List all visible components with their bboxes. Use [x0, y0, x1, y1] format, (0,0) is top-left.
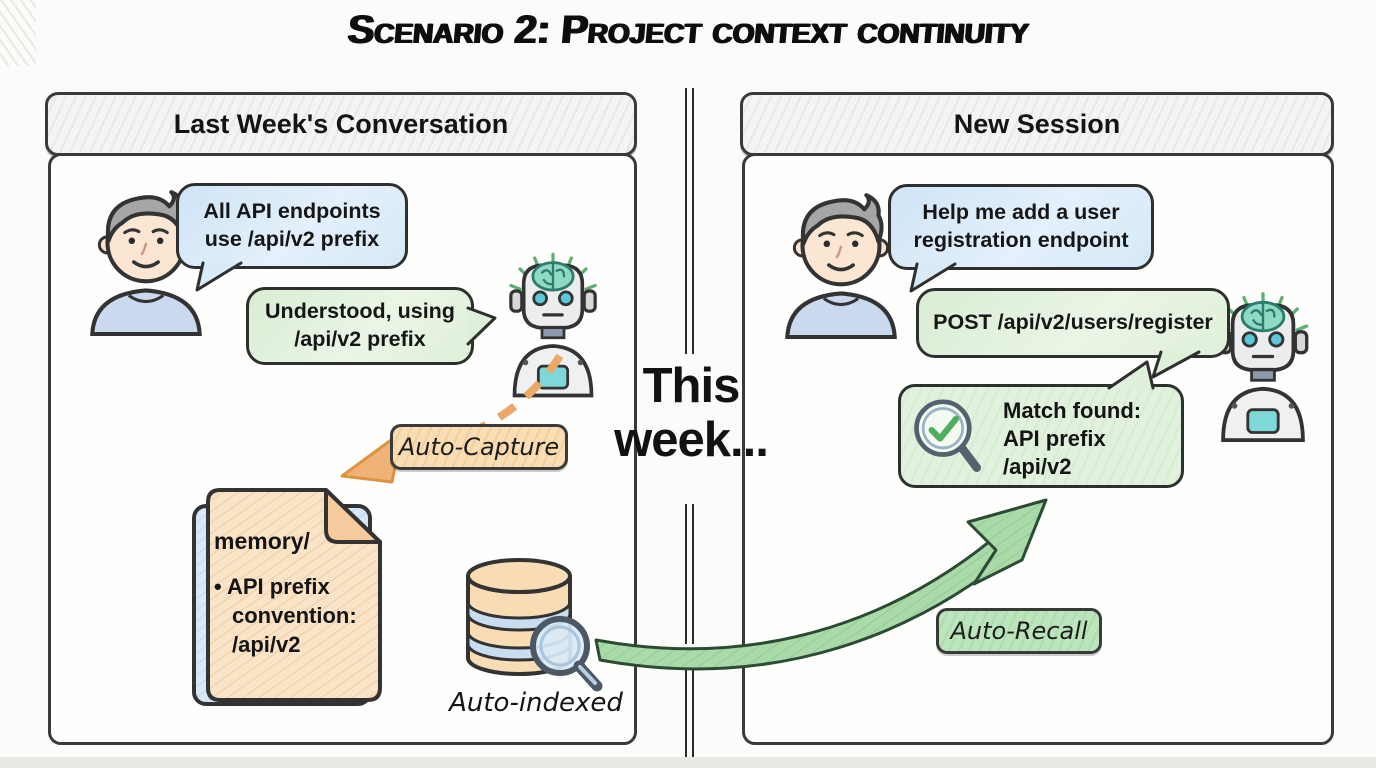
- panel-divider-segment: [685, 504, 694, 644]
- left-panel-header-label: Last Week's Conversation: [173, 108, 509, 139]
- corner-sketch-decoration: [0, 0, 36, 66]
- database-icon: [466, 558, 603, 692]
- match-found-line2: API prefix: [1003, 426, 1106, 451]
- green-curved-arrow: [594, 498, 1048, 671]
- auto-capture-label: Auto-Capture: [390, 424, 568, 470]
- this-week-line2: week...: [614, 412, 769, 467]
- user-speech-line1: All API endpoints: [203, 199, 381, 224]
- memory-note-line1: • API prefix: [214, 574, 330, 599]
- memory-file-notes: • API prefix convention: /api/v2: [214, 572, 374, 659]
- robot-avatar: [509, 252, 597, 398]
- speech-tail: [1107, 360, 1155, 390]
- assistant-speech-line2: /api/v2 prefix: [294, 327, 426, 351]
- panel-divider-segment: [685, 665, 694, 765]
- user-speech-line2: use /api/v2 prefix: [204, 227, 380, 251]
- user-speech-line1: Help me add a user: [922, 200, 1120, 225]
- user-speech-line2: registration endpoint: [913, 228, 1129, 252]
- memory-note-line3: /api/v2: [232, 632, 301, 657]
- assistant-speech-line1: Understood, using: [265, 299, 455, 324]
- magnifier-icon: [530, 616, 603, 692]
- speech-tail: [466, 306, 497, 346]
- this-week-text: This week...: [596, 359, 786, 468]
- assistant-speech-bubble: POST /api/v2/users/register: [916, 288, 1230, 379]
- assistant-speech-line1: POST /api/v2/users/register: [933, 310, 1213, 335]
- this-week-line1: This: [642, 359, 741, 413]
- speech-tail: [909, 262, 957, 293]
- panel-divider-segment: [685, 88, 694, 354]
- person-avatar: [785, 193, 897, 340]
- auto-recall-text: Auto-Recall: [950, 617, 1088, 645]
- person-avatar: [90, 190, 202, 337]
- user-speech-bubble: All API endpoints use /api/v2 prefix: [176, 183, 408, 292]
- match-found-text: Match found: API prefix /api/v2: [1003, 397, 1141, 481]
- right-panel-header-label: New Session: [953, 108, 1121, 139]
- auto-recall-label: Auto-Recall: [936, 608, 1102, 654]
- left-panel-header: Last Week's Conversation: [45, 92, 637, 156]
- user-speech-bubble: Help me add a user registration endpoint: [888, 184, 1154, 293]
- page-title: Scenario 2: Project context continuity: [345, 8, 1031, 52]
- match-found-line3: /api/v2: [1003, 454, 1072, 479]
- auto-capture-text: Auto-Capture: [398, 433, 560, 461]
- magnifier-check-icon: [914, 399, 981, 472]
- memory-file-title: memory/: [214, 528, 310, 554]
- bottom-edge-shadow: [0, 757, 1376, 768]
- match-found-line1: Match found:: [1003, 398, 1142, 423]
- assistant-speech-bubble: Understood, using /api/v2 prefix: [246, 287, 497, 365]
- right-panel-header: New Session: [740, 92, 1334, 156]
- memory-note-line2: convention:: [232, 603, 357, 628]
- auto-indexed-label: Auto-indexed: [449, 688, 623, 718]
- document-folded-corner-icon: [192, 488, 382, 706]
- speech-tail: [1151, 350, 1201, 379]
- match-found-box: Match found: API prefix /api/v2: [898, 360, 1184, 488]
- speech-tail: [195, 261, 243, 292]
